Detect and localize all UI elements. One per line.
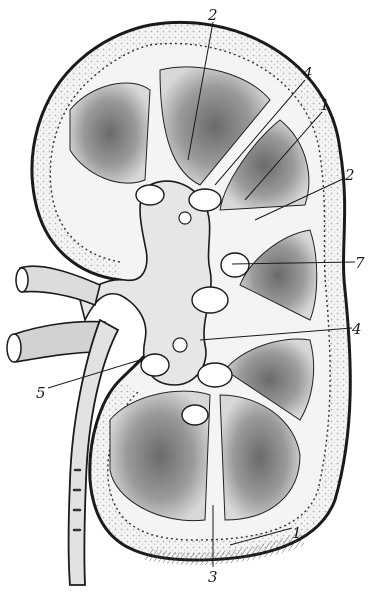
- vessel-section-upper: [179, 212, 191, 224]
- calyx-2: [189, 189, 221, 211]
- calyx-3: [221, 253, 249, 277]
- calyx-6: [141, 354, 169, 376]
- label-upper-1: 1: [320, 96, 330, 114]
- label-top-2: 2: [207, 6, 218, 24]
- renal-vessel-upper-end: [16, 268, 28, 292]
- label-bottom-1: 1: [292, 524, 302, 542]
- label-right-2: 2: [344, 166, 355, 184]
- vessel-section-lower: [173, 338, 187, 352]
- calyx-4: [192, 287, 228, 313]
- label-bottom-3: 3: [208, 568, 218, 586]
- renal-vessel-lower-end: [7, 334, 21, 362]
- label-mid-4: 4: [351, 320, 362, 338]
- calyx-1: [136, 185, 164, 205]
- calyx-7: [182, 405, 208, 425]
- label-left-5: 5: [36, 384, 46, 402]
- calyx-5: [198, 363, 232, 387]
- label-upper-4: 4: [302, 64, 313, 82]
- label-mid-7: 7: [355, 254, 365, 272]
